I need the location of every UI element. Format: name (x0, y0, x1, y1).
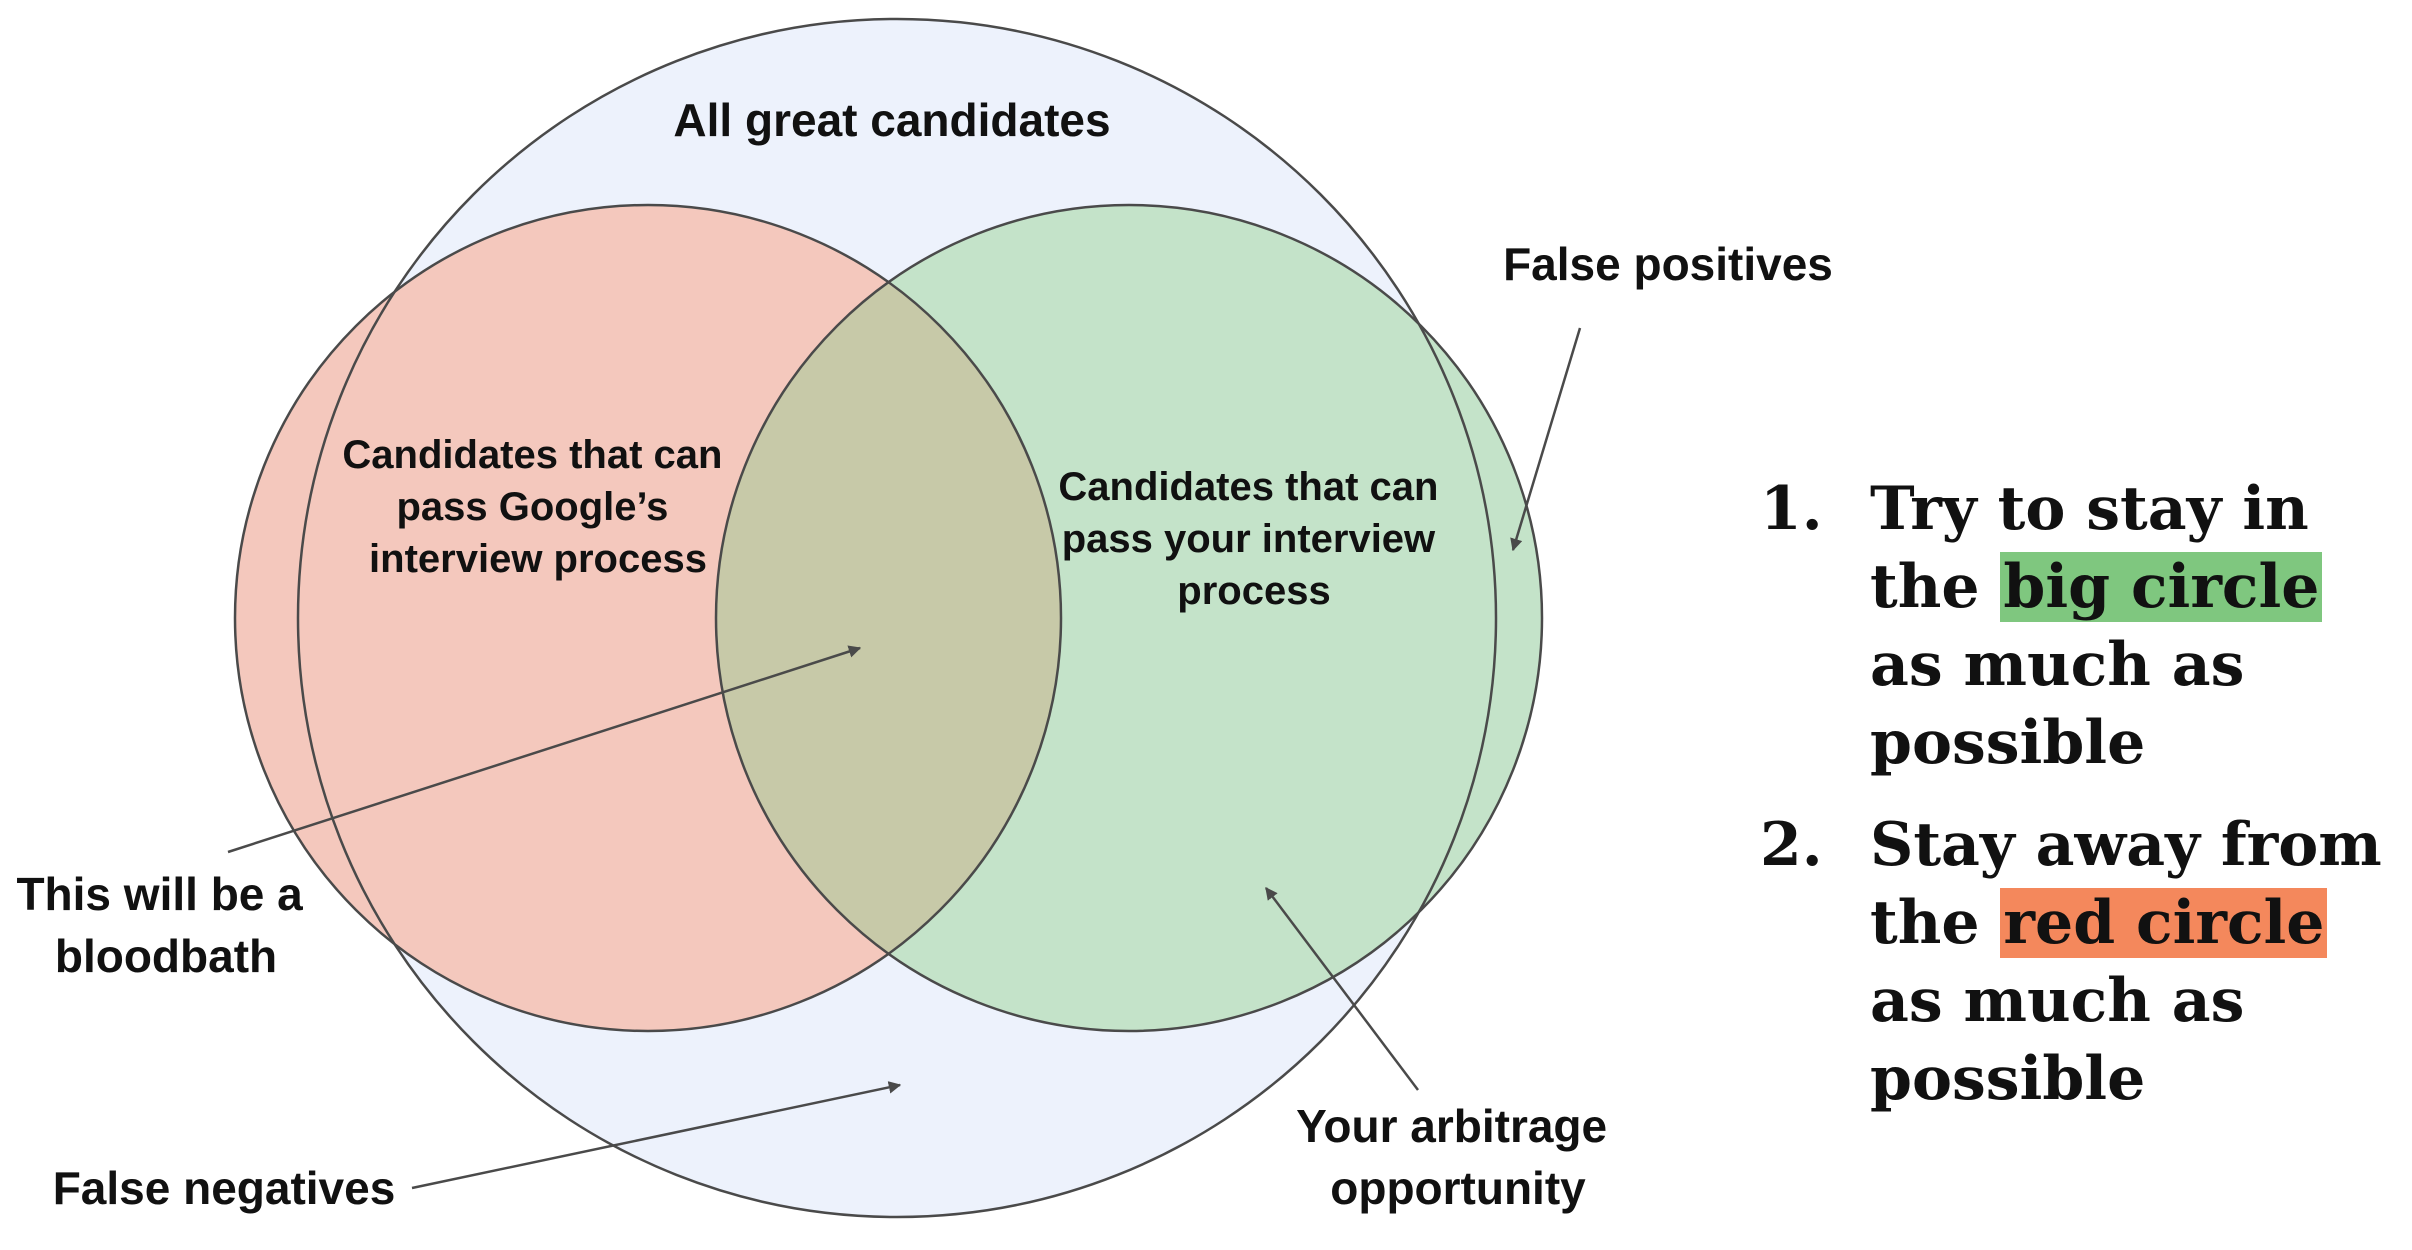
false-positives-arrow (1510, 327, 1582, 552)
overlap-region (716, 205, 1061, 1031)
red-circle-highlight: red circle (2000, 888, 2328, 958)
advice-item: 2. Stay away from the red circle as much… (1720, 806, 2400, 1118)
advice-text: as much as possible (1870, 630, 2245, 778)
advice-text: as much as possible (1870, 966, 2245, 1114)
green-circle-label: Candidates that can pass your interview … (1058, 465, 1449, 613)
advice-number: 2. (1760, 810, 1823, 880)
big-circle-highlight: big circle (2000, 552, 2323, 622)
red-circle-outline (233, 203, 1063, 1033)
advice-item: 1. Try to stay in the big circle as much… (1720, 470, 2400, 782)
red-circle-label-line: Candidates that can (342, 433, 722, 477)
green-circle-label-line: process (1177, 569, 1330, 613)
advice-text: Try to stay in the (1870, 474, 2309, 622)
false-negatives-label: False negatives (53, 1162, 396, 1214)
false-positives-label: False positives (1503, 238, 1833, 290)
arbitrage-arrow (1265, 887, 1419, 1091)
arbitrage-label: Your arbitrage opportunity (1296, 1100, 1620, 1214)
arbitrage-label-line: opportunity (1330, 1162, 1586, 1214)
red-circle-label: Candidates that can pass Google’s interv… (342, 433, 733, 581)
advice-list: 1. Try to stay in the big circle as much… (1720, 470, 2400, 1142)
bloodbath-label-line: bloodbath (55, 930, 277, 982)
green-circle-outline (714, 203, 1544, 1033)
big-circle-label: All great candidates (673, 94, 1110, 146)
big-circle-outline (296, 17, 1498, 1219)
green-circle-label-line: pass your interview (1062, 517, 1436, 561)
advice-number: 1. (1760, 474, 1823, 544)
green-circle-label-line: Candidates that can (1058, 465, 1438, 509)
bloodbath-arrow (227, 645, 862, 854)
bloodbath-label-line: This will be a (16, 868, 303, 920)
false-negatives-arrow (411, 1081, 902, 1190)
bloodbath-label: This will be a bloodbath (16, 868, 315, 982)
arbitrage-label-line: Your arbitrage (1296, 1100, 1607, 1152)
red-circle-label-line: interview process (369, 537, 707, 581)
advice-text: Stay away from the (1870, 810, 2382, 958)
red-circle-label-line: pass Google’s (396, 485, 668, 529)
